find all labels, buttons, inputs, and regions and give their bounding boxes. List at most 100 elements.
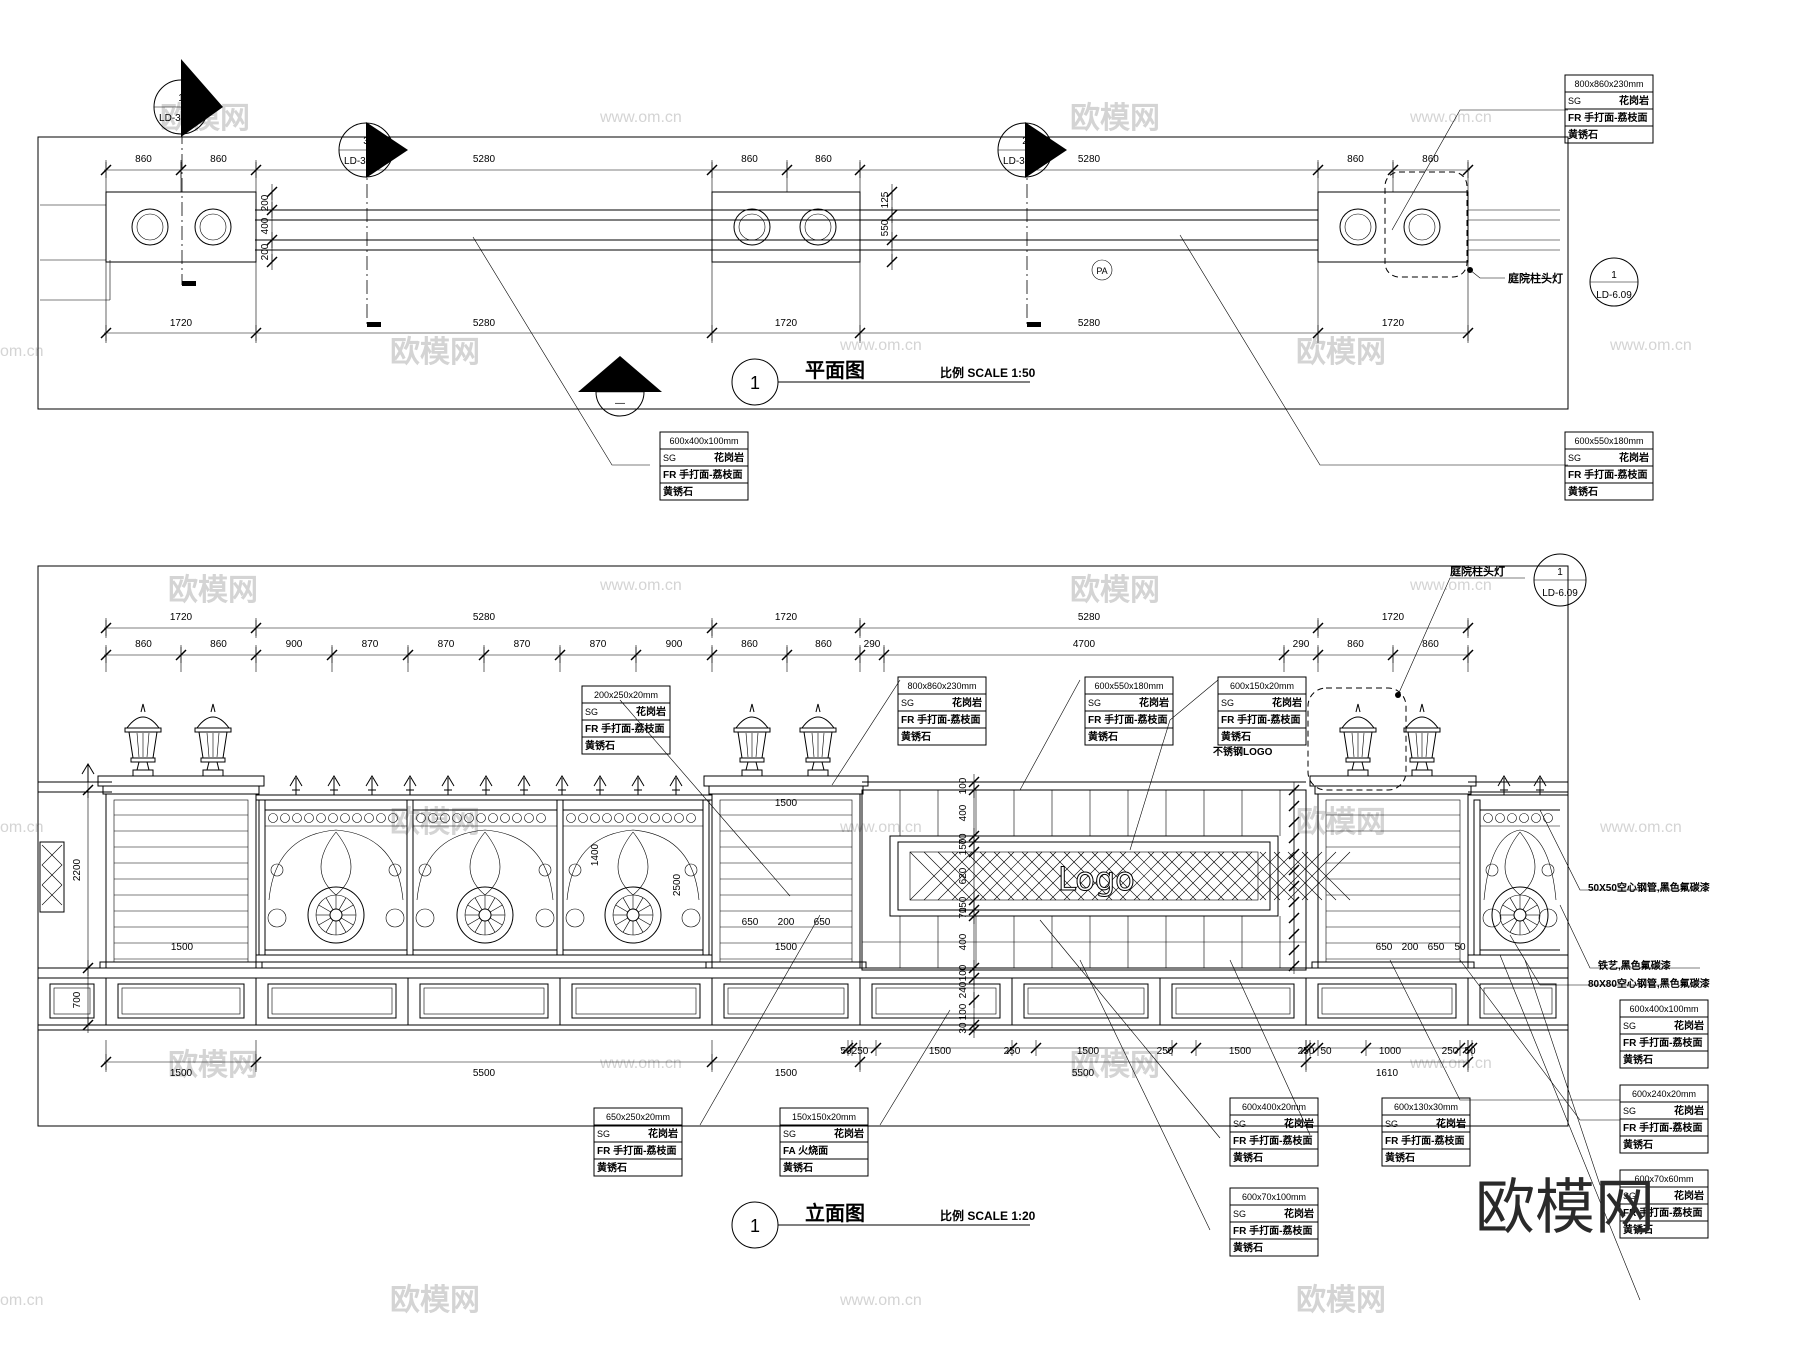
material-color: 黄锈石 <box>1233 1151 1263 1164</box>
material-finish: FR 手打面-荔枝面 <box>597 1144 676 1157</box>
material-size: 600x150x20mm <box>1230 681 1294 691</box>
elev-inner-dim: 1500 <box>171 942 194 953</box>
post-lamp-2 <box>194 703 232 777</box>
elev-inner-dim: 650 <box>1376 942 1393 953</box>
svg-text:3: 3 <box>363 136 369 147</box>
material-size: 600x400x20mm <box>1242 1102 1306 1112</box>
elev-lamp-ref: 1 LD-6.09 <box>1533 553 1587 607</box>
svg-text:Logo: Logo <box>1058 860 1135 898</box>
watermark-logo: 欧模网 <box>1070 102 1160 135</box>
elev-vertical-dim: 100 <box>958 777 969 794</box>
material-sg: SG <box>1233 1119 1246 1129</box>
elev-bottom-dim-1: 250 <box>1157 1046 1174 1057</box>
elev-vertical-dim: 400 <box>958 804 969 821</box>
elev-inner-dim: 1400 <box>590 843 601 866</box>
plan-top-dim: 5280 <box>473 154 496 165</box>
svg-text:1: 1 <box>178 93 184 104</box>
material-finish: FR 手打面-荔枝面 <box>585 722 664 735</box>
elev-vertical-dim: 100 <box>958 1003 969 1020</box>
iron-fence-right <box>81 763 1560 956</box>
material-stone: 花岗岩 <box>648 1127 678 1140</box>
material-size: 600x400x100mm <box>669 436 738 446</box>
plan-section-mark-2: 2 LD-3.04.1 <box>997 122 1067 178</box>
svg-text:LD-3.04.1: LD-3.04.1 <box>344 156 388 167</box>
material-size: 600x70x100mm <box>1242 1192 1306 1202</box>
material-stone: 花岗岩 <box>1272 696 1302 709</box>
watermark-url: www.om.cn <box>1409 109 1492 126</box>
elev-vertical-dim: 30 <box>958 1022 969 1034</box>
elev-vertical-dim: 150 <box>958 896 969 913</box>
elev-inner-dim: 2200 <box>72 858 83 881</box>
elev-bottom-dim-1: 1500 <box>929 1046 952 1057</box>
watermark-logo: 欧模网 <box>1296 336 1386 369</box>
elev-vertical-dim: 70 <box>958 907 969 919</box>
side-note-2: 铁艺,黑色氟碳漆 <box>1598 959 1671 972</box>
plan-pillar-3 <box>1317 171 1469 278</box>
watermark-logo: 欧模网 <box>390 1284 480 1317</box>
elev-top-dim-2: 860 <box>741 639 758 650</box>
material-finish: FR 手打面-荔枝面 <box>1623 1121 1702 1134</box>
material-color: 黄锈石 <box>1623 1138 1653 1151</box>
material-finish: FR 手打面-荔枝面 <box>1623 1206 1702 1219</box>
elev-pillar-2 <box>703 775 869 969</box>
svg-text:1: 1 <box>750 1216 760 1236</box>
svg-text:1: 1 <box>1557 567 1563 578</box>
elev-top-dim: 1720 <box>170 612 193 623</box>
material-color: 黄锈石 <box>1623 1053 1653 1066</box>
watermark-logo: 欧模网 <box>1070 574 1160 607</box>
corner-watermark: 欧模网 <box>1475 1174 1655 1241</box>
watermark-url: www.om.cn <box>839 337 922 354</box>
material-finish: FR 手打面-荔枝面 <box>1568 468 1647 481</box>
elev-top-dim-2: 4700 <box>1073 639 1096 650</box>
elev-top-dim-2: 860 <box>1347 639 1364 650</box>
elev-bottom-dim: 1500 <box>775 1068 798 1079</box>
elev-inner-dim: 700 <box>72 991 83 1008</box>
svg-text:LD-6.09: LD-6.09 <box>1542 588 1578 599</box>
elev-inner-dim: 650 <box>814 917 831 928</box>
watermark-domain: om.cn <box>0 343 44 360</box>
svg-text:550: 550 <box>880 219 891 236</box>
elevation-title: 立面图 <box>805 1201 865 1225</box>
svg-text:LD-3.04.1: LD-3.04.1 <box>1003 156 1047 167</box>
elev-vertical-dim: 70 <box>958 833 969 845</box>
elev-bottom-dim: 5500 <box>473 1068 496 1079</box>
watermark-logo: 欧模网 <box>1296 806 1386 839</box>
plan-title-block: 1 平面图 比例 SCALE 1:50 <box>731 358 1036 406</box>
material-color: 黄锈石 <box>585 739 615 752</box>
plan-top-dim: 5280 <box>1078 154 1101 165</box>
material-stone: 花岗岩 <box>1284 1207 1314 1220</box>
elev-bottom-dim-1: 250 <box>1298 1046 1315 1057</box>
plan-bottom-dim: 1720 <box>170 318 193 329</box>
material-size: 600x550x180mm <box>1574 436 1643 446</box>
plan-bottom-dim: 5280 <box>1078 318 1101 329</box>
plan-scale: 比例 SCALE 1:50 <box>940 365 1036 380</box>
elev-bottom-dim-1: 250 <box>852 1046 869 1057</box>
material-stone: 花岗岩 <box>1139 696 1169 709</box>
elev-top-dim: 1720 <box>775 612 798 623</box>
material-stone: 花岗岩 <box>1284 1117 1314 1130</box>
elev-top-dim-2: 900 <box>666 639 683 650</box>
watermark-url: www.om.cn <box>1409 1055 1492 1072</box>
watermark-logo: 欧模网 <box>1070 1049 1160 1082</box>
elev-top-dim-2: 860 <box>1422 639 1439 650</box>
side-note-3: 80X80空心钢管,黑色氟碳漆 <box>1588 977 1710 990</box>
elev-top-dim-2: 290 <box>864 639 881 650</box>
watermark-url: www.om.cn <box>599 109 682 126</box>
material-color: 黄锈石 <box>1088 730 1118 743</box>
svg-text:LD-3.04.1: LD-3.04.1 <box>159 113 203 124</box>
elev-bottom-dim-1: 50 <box>1464 1046 1476 1057</box>
elev-top-dim-2: 870 <box>590 639 607 650</box>
elev-top-dim-2: 870 <box>362 639 379 650</box>
elev-bottom-dim-1: 1500 <box>1077 1046 1100 1057</box>
elev-top-dim: 5280 <box>473 612 496 623</box>
plan-pillar-2 <box>711 191 861 263</box>
material-stone: 花岗岩 <box>1619 94 1649 107</box>
material-color: 黄锈石 <box>1233 1241 1263 1254</box>
